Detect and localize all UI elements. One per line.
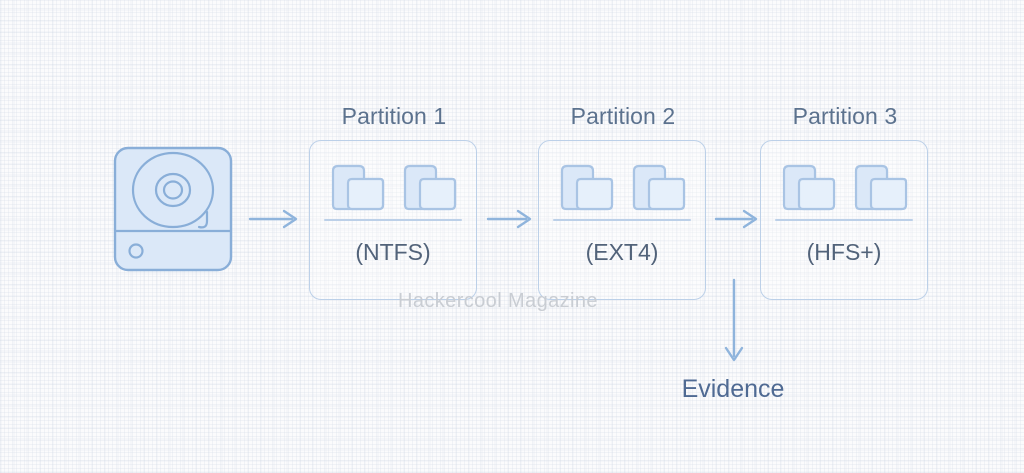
partition-box-3[interactable]: Partition 3 (HFS+) — [760, 103, 928, 300]
arrow-drive-to-partition-1 — [248, 206, 304, 232]
partition-title-2: Partition 2 — [570, 103, 676, 129]
folder-icon — [630, 163, 686, 218]
filesystem-label-3: (HFS+) — [806, 239, 882, 265]
filesystem-label-1: (NTFS) — [355, 239, 431, 265]
partition-box-1[interactable]: Partition 1 (NTFS) — [309, 103, 477, 300]
arrow-partition-1-to-partition-2 — [486, 206, 538, 232]
folder-icon — [780, 163, 836, 218]
folder-icon — [852, 163, 908, 218]
partition-title-1: Partition 1 — [341, 103, 447, 129]
partition-divider-1 — [324, 219, 462, 221]
arrow-partition-to-evidence — [718, 278, 750, 368]
folder-group-3 — [761, 163, 927, 218]
partition-title-3: Partition 3 — [792, 103, 898, 129]
partition-divider-3 — [775, 219, 913, 221]
folder-icon — [558, 163, 614, 218]
evidence-label: Evidence — [681, 375, 785, 403]
folder-icon — [329, 163, 385, 218]
folder-group-2 — [539, 163, 705, 218]
folder-icon — [401, 163, 457, 218]
folder-group-1 — [310, 163, 476, 218]
arrow-partition-2-to-partition-3 — [714, 206, 766, 232]
partition-divider-2 — [553, 219, 691, 221]
partition-box-2[interactable]: Partition 2 (EXT4) — [538, 103, 706, 300]
hard-disk-drive-icon — [104, 138, 244, 278]
filesystem-label-2: (EXT4) — [585, 239, 659, 265]
